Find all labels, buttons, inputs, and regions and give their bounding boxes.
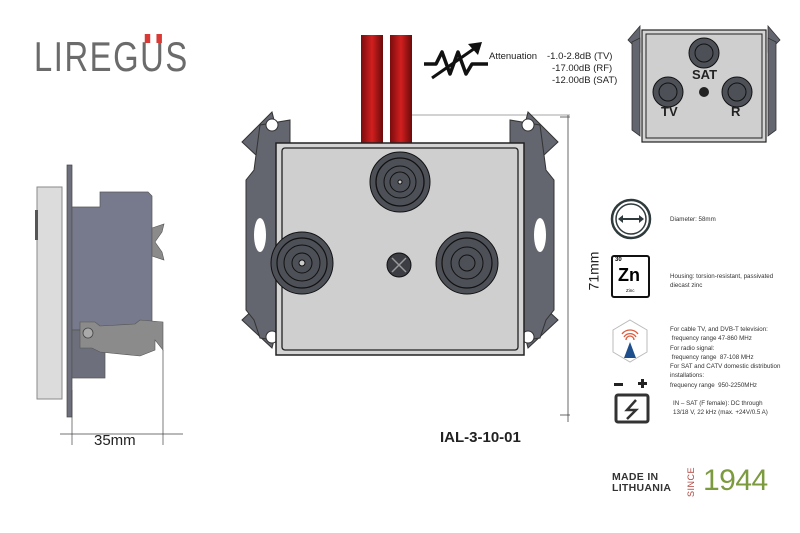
logo-text: LIREG xyxy=(34,33,141,80)
since-label: SINCE xyxy=(686,466,696,497)
height-dimension-label: 71mm xyxy=(585,251,602,291)
logo-dots xyxy=(143,34,163,43)
front-view-drawing xyxy=(241,35,570,422)
depth-dimension-label: 35mm xyxy=(94,432,136,449)
port-label-r: R xyxy=(731,104,741,119)
spec-diameter: Diameter: 58mm xyxy=(670,216,716,223)
variable-resistor-icon xyxy=(424,42,488,80)
attenuation-values: -1.0-2.8dB (TV) -17.00dB (RF) -12.00dB (… xyxy=(547,51,618,86)
port-label-tv: TV xyxy=(661,104,678,119)
since-year: 1944 xyxy=(703,464,768,497)
side-view-drawing xyxy=(35,164,183,445)
spec-housing: Housing: torsion-resistant, passivated d… xyxy=(670,273,774,290)
made-in-lithuania: MADE IN LITHUANIA xyxy=(612,471,672,494)
battery-dc-icon xyxy=(614,379,650,424)
port-label-sat: SAT xyxy=(692,67,718,82)
zinc-element-icon: 30 Zn Zinc xyxy=(611,255,650,298)
attenuation-label: Attenuation xyxy=(489,51,538,62)
front-view-preview xyxy=(627,24,781,143)
antenna-signal-icon xyxy=(612,319,648,363)
logo-u: U xyxy=(140,33,166,80)
diameter-icon xyxy=(610,198,652,240)
model-number: IAL-3-10-01 xyxy=(440,429,521,446)
spec-frequency: For cable TV, and DVB-T television: freq… xyxy=(670,326,781,389)
spec-dc-through: IN – SAT (F female): DC through 13/18 V,… xyxy=(673,400,768,417)
